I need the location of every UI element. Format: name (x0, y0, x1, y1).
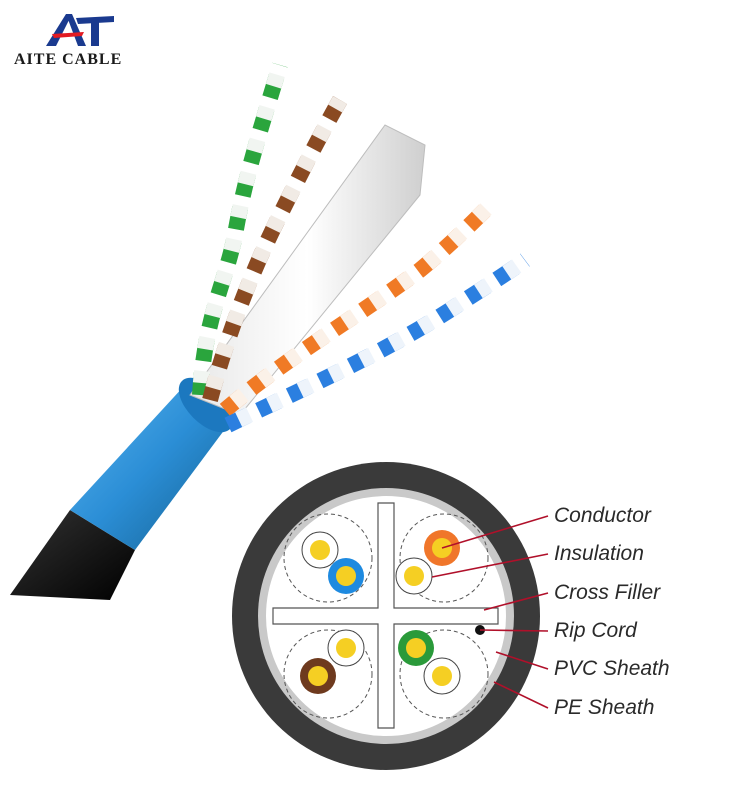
callout-rip-cord: Rip Cord (554, 619, 637, 642)
logo-mark-icon (46, 14, 114, 46)
cable-cross-section (232, 462, 540, 770)
callout-insulation: Insulation (554, 542, 644, 565)
callout-pe-sheath: PE Sheath (554, 696, 655, 719)
brand-logo: AITE CABLE (6, 6, 146, 68)
brand-name: AITE CABLE (14, 51, 123, 68)
callout-pvc-sheath: PVC Sheath (554, 657, 670, 680)
inner-jacket (70, 385, 228, 550)
outer-jacket (10, 510, 135, 600)
callout-cross-filler: Cross Filler (554, 581, 661, 604)
cross-filler (272, 502, 499, 729)
orange-pair (219, 199, 496, 417)
callout-conductor: Conductor (554, 504, 651, 527)
cable-illustration (10, 62, 530, 600)
